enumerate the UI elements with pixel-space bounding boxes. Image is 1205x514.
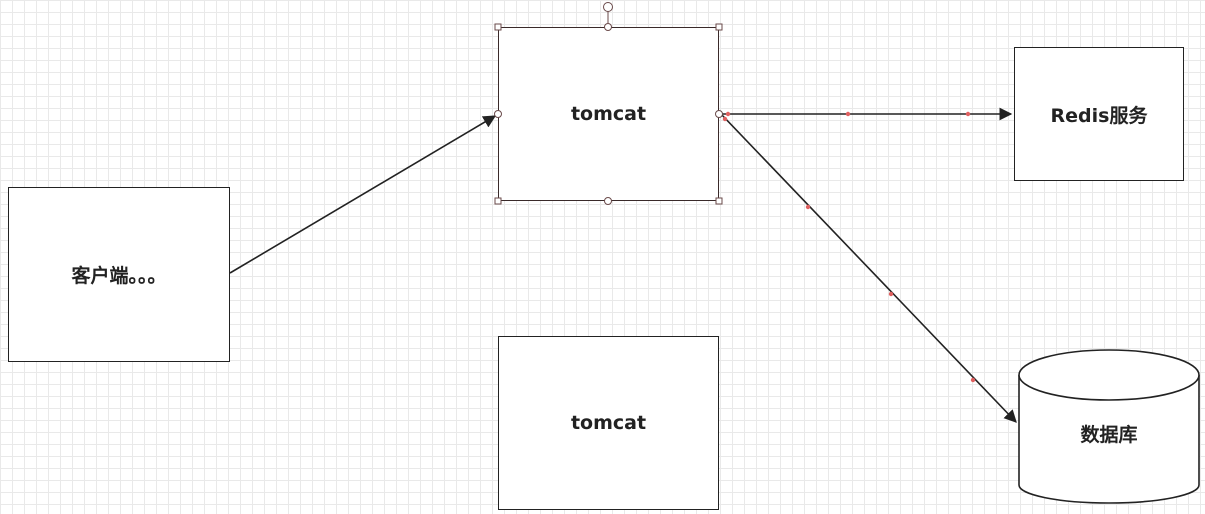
tomcat-node-label: tomcat bbox=[570, 412, 647, 434]
connection-point-right[interactable] bbox=[715, 110, 723, 118]
waypoint-dot[interactable] bbox=[725, 111, 731, 117]
waypoint-dot[interactable] bbox=[722, 116, 728, 122]
connection-point-left[interactable] bbox=[494, 110, 502, 118]
client-node[interactable]: 客户端。。。 bbox=[8, 187, 230, 362]
redis-node[interactable]: Redis服务 bbox=[1014, 47, 1184, 181]
client-node-label: 客户端。。。 bbox=[71, 265, 167, 287]
resize-handle-se[interactable] bbox=[715, 197, 723, 205]
waypoint-dot[interactable] bbox=[965, 111, 971, 117]
waypoint-dot[interactable] bbox=[845, 111, 851, 117]
waypoint-dot[interactable] bbox=[970, 377, 976, 383]
connection-point-top[interactable] bbox=[604, 23, 612, 31]
database-cylinder[interactable] bbox=[1018, 349, 1200, 504]
connection-point-bottom[interactable] bbox=[604, 197, 612, 205]
tomcat-node-secondary[interactable]: tomcat bbox=[498, 336, 719, 510]
redis-node-label: Redis服务 bbox=[1050, 104, 1148, 127]
selection-handles bbox=[494, 2, 723, 205]
tomcat-node-label: tomcat bbox=[570, 103, 647, 125]
waypoint-dot[interactable] bbox=[805, 204, 811, 210]
resize-handle-nw[interactable] bbox=[494, 23, 502, 31]
waypoint-dot[interactable] bbox=[888, 291, 894, 297]
rotate-handle[interactable] bbox=[603, 2, 613, 12]
edge-client-to-tomcat[interactable] bbox=[229, 115, 497, 274]
resize-handle-ne[interactable] bbox=[715, 23, 723, 31]
resize-handle-sw[interactable] bbox=[494, 197, 502, 205]
edge-tomcat-to-database[interactable] bbox=[720, 113, 1017, 423]
edge-waypoints bbox=[722, 111, 976, 383]
database-node-label: 数据库 bbox=[1080, 424, 1138, 446]
